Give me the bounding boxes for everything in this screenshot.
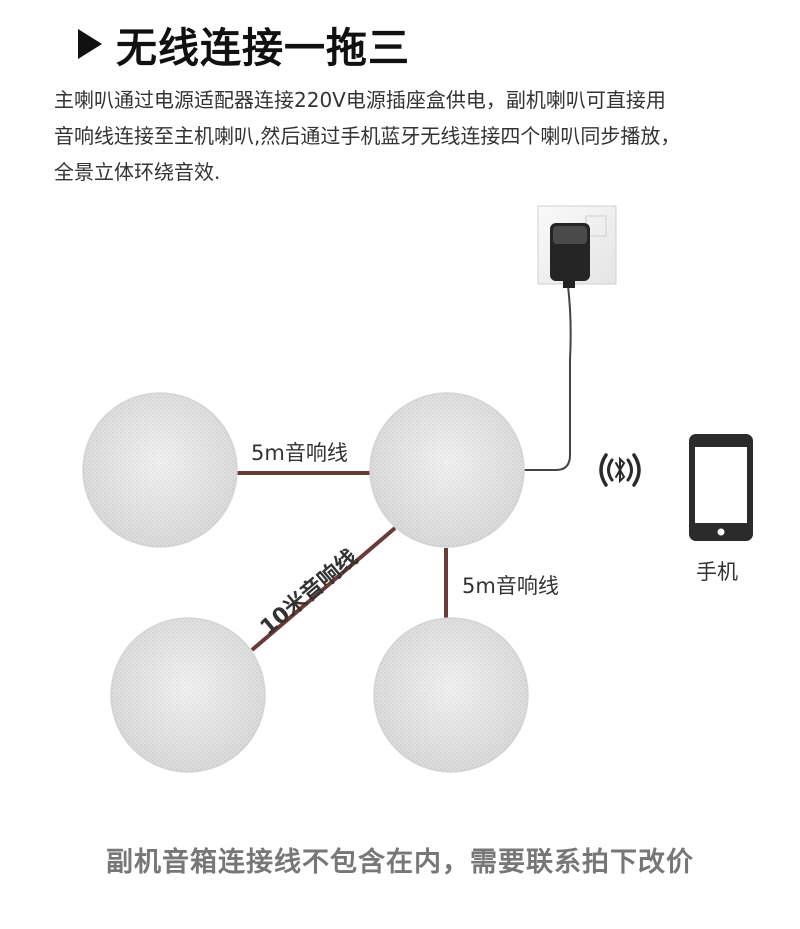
triangle-bullet-icon <box>78 29 102 59</box>
speaker-bottom-left <box>110 617 266 773</box>
speaker-cables <box>236 471 448 652</box>
footer-note: 副机音箱连接线不包含在内，需要联系拍下改价 <box>106 847 694 878</box>
speaker-main <box>369 392 525 548</box>
speaker-top-left <box>82 392 238 548</box>
description-line-1: 主喇叭通过电源适配器连接220V电源插座盒供电，副机喇叭可直接用 <box>54 88 666 112</box>
cable-label-right: 5m音响线 <box>462 574 559 598</box>
phone-label: 手机 <box>696 560 738 584</box>
cable-diagonal <box>250 526 397 652</box>
description: 主喇叭通过电源适配器连接220V电源插座盒供电，副机喇叭可直接用 音响线连接至主… <box>54 82 784 190</box>
speaker-bottom-right <box>373 617 529 773</box>
description-line-2: 音响线连接至主机喇叭,然后通过手机蓝牙无线连接四个喇叭同步播放， <box>54 124 681 148</box>
bluetooth-signal-icon <box>599 453 641 487</box>
power-adapter-icon <box>537 205 617 288</box>
page-title: 无线连接一拖三 <box>116 24 410 72</box>
cable-label-top: 5m音响线 <box>251 441 348 465</box>
smartphone-icon <box>689 434 753 541</box>
description-line-3: 全景立体环绕音效. <box>54 160 221 184</box>
heading: 无线连接一拖三 <box>78 14 410 74</box>
adapter-cord <box>522 285 572 471</box>
